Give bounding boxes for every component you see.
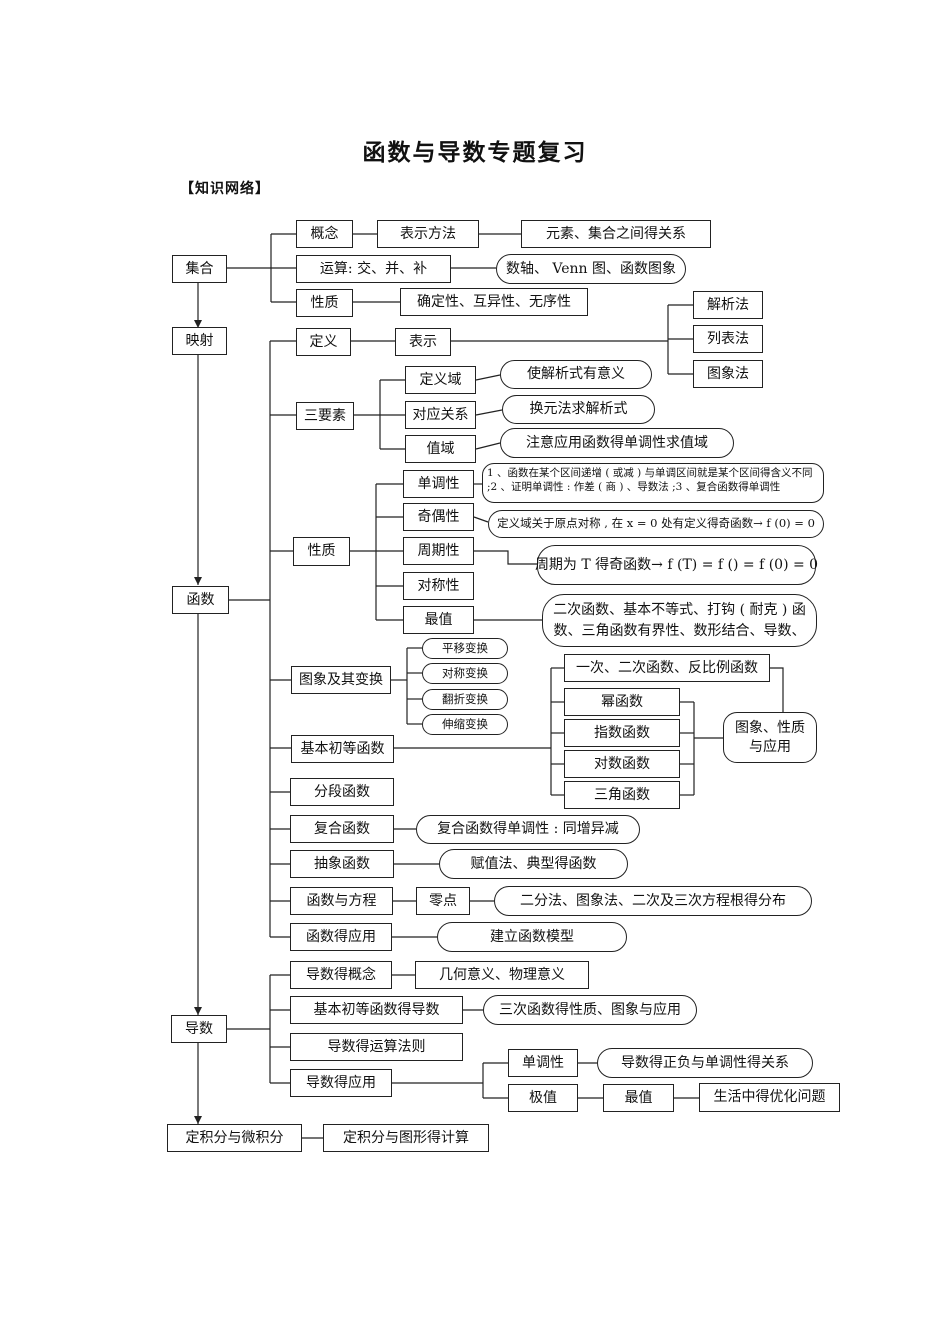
node-ouji-note: 定义域关于原点对称 , 在 x = 0 处有定义得奇函数→ f (0) = 0 (488, 510, 824, 538)
node-shijiexi: 使解析式有意义 (500, 360, 652, 389)
node-sanyaosu: 三要素 (296, 402, 354, 430)
node-gainian: 概念 (296, 220, 353, 248)
node-dandiao-note: 1 、函数在某个区间递增 ( 或减 ) 与单调区间就是某个区间得含义不同 ;2 … (482, 463, 824, 503)
node-dandiao-ds: 单调性 (508, 1049, 578, 1077)
node-dingjifen: 定积分与微积分 (167, 1124, 302, 1152)
node-biaoshi: 表示 (395, 328, 451, 356)
node-dsyingyong: 导数得应用 (290, 1069, 392, 1097)
node-zhishu: 指数函数 (564, 719, 680, 747)
node-zhiyu: 值域 (405, 435, 476, 463)
node-sanjiao: 三角函数 (564, 781, 680, 809)
section-label: 【知识网络】 (180, 181, 270, 197)
node-lingdian-note: 二分法、图象法、二次及三次方程根得分布 (494, 886, 812, 916)
node-dandiao: 单调性 (403, 470, 474, 498)
node-xingzhi-jihe: 性质 (296, 289, 353, 317)
node-hanshu: 函数 (172, 586, 229, 614)
node-dsgainian: 导数得概念 (290, 961, 392, 989)
node-huanyuan: 换元法求解析式 (502, 395, 655, 424)
node-zuizhi: 最值 (403, 606, 474, 634)
node-dingyi: 定义 (296, 328, 351, 356)
node-duichenbh: 对称变换 (422, 663, 508, 684)
node-queding: 确定性、互异性、无序性 (400, 288, 588, 316)
node-jiexifa: 解析法 (693, 291, 763, 319)
node-fanzhe: 翻折变换 (422, 689, 508, 710)
node-yuansu: 元素、集合之间得关系 (521, 220, 711, 248)
page-title: 函数与导数专题复习 (362, 139, 588, 166)
node-daoshu: 导数 (171, 1015, 227, 1043)
node-shuzhou: 数轴、 Venn 图、函数图象 (496, 254, 686, 284)
node-fuhe: 复合函数 (290, 815, 394, 843)
node-chouxiang-note: 赋值法、典型得函数 (439, 849, 628, 879)
node-jihe: 集合 (172, 255, 227, 283)
node-zhuyi: 注意应用函数得单调性求值域 (500, 428, 734, 458)
node-pingyi: 平移变换 (422, 638, 508, 659)
node-yunsuanfa: 导数得运算法则 (290, 1033, 463, 1061)
node-ouji: 奇偶性 (403, 503, 474, 531)
node-duishu: 对数函数 (564, 750, 680, 778)
node-zuizhi-ds: 最值 (603, 1084, 674, 1112)
node-zhengfu: 导数得正负与单调性得关系 (597, 1048, 813, 1078)
node-dingyiyu: 定义域 (405, 366, 476, 394)
node-lingdian: 零点 (416, 887, 470, 915)
node-jifen-tuxing: 定积分与图形得计算 (323, 1124, 489, 1152)
node-fenduan: 分段函数 (290, 778, 394, 806)
node-tuxiangxz: 图象、性质与应用 (723, 712, 817, 763)
node-zuizhi-note: 二次函数、基本不等式、打钩 ( 耐克 ) 函数、三角函数有界性、数形结合、导数、 (542, 594, 817, 647)
node-jichu: 基本初等函数 (291, 735, 394, 763)
node-yunsuan: 运算: 交、并、补 (296, 255, 451, 283)
node-biaoshifangfa: 表示方法 (377, 220, 479, 248)
node-duiying: 对应关系 (405, 401, 476, 429)
node-tuxiang: 图象及其变换 (291, 666, 391, 694)
node-moxing: 建立函数模型 (437, 922, 627, 952)
node-sanci: 三次函数得性质、图象与应用 (483, 995, 697, 1025)
node-tuxiangfa: 图象法 (693, 360, 763, 388)
node-shensuo: 伸缩变换 (422, 714, 508, 735)
node-fangcheng: 函数与方程 (290, 887, 393, 915)
node-yingyong: 函数得应用 (290, 923, 392, 951)
node-fuhe-note: 复合函数得单调性 : 同增异减 (416, 815, 640, 844)
node-yingshe: 映射 (172, 327, 227, 355)
node-jizhi: 极值 (508, 1084, 578, 1112)
node-mi: 幂函数 (564, 688, 680, 716)
node-yici: 一次、二次函数、反比例函数 (564, 654, 770, 682)
arrowheads (194, 320, 202, 1124)
node-duichen: 对称性 (403, 572, 474, 600)
node-youhua: 生活中得优化问题 (699, 1083, 840, 1112)
node-zhouqi-note: 周期为 T 得奇函数→ f (T) = f () = f (0) = 0 (535, 545, 818, 585)
node-chouxiang: 抽象函数 (290, 850, 394, 878)
node-liebiaofa: 列表法 (693, 325, 763, 353)
node-jihe-yiyi: 几何意义、物理意义 (415, 961, 589, 989)
node-jichudao: 基本初等函数得导数 (290, 996, 463, 1024)
node-xingzhi-hanshu: 性质 (293, 537, 350, 566)
node-zhouqi: 周期性 (403, 537, 474, 565)
